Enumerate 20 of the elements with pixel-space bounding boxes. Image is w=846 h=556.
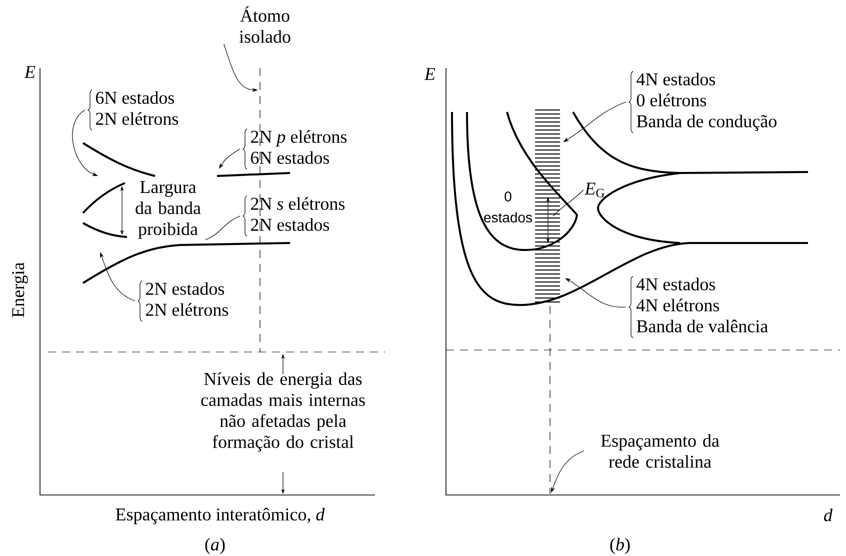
braced-label: 4N estados 0 elétrons Banda de condução [628,71,776,133]
gap-label: E$_{G}$ [584,182,604,198]
axis-label: E [424,68,436,80]
label: 0 estados [484,192,532,222]
label: (b) [610,538,630,554]
braced-label: 6N estados 2N elétrons [88,90,178,130]
axis-label: Energia [12,262,28,318]
axis-label: E [24,66,36,78]
annotation-text: Espaçamento da rede cristalina [601,434,720,468]
axis-label: Espaçamento interatômico, d [116,508,325,524]
leader-line [204,216,240,240]
braced-label: 2N p elétrons 6N estados [242,128,347,170]
annotation-text: Níveis de energia das camadas mais internas não afetadas pela formação do cristal [201,372,365,452]
braced-label: 4N estados 4N elétrons Banda de valência [628,276,768,338]
label: (a) [205,538,225,554]
annotation-text: Largura da banda proibida [136,181,201,239]
axis-label: d [824,508,833,522]
leader-line [552,190,584,216]
braced-label: 2N estados 2N elétrons [138,280,228,322]
annotation-text: Átomo isolado [239,6,290,43]
